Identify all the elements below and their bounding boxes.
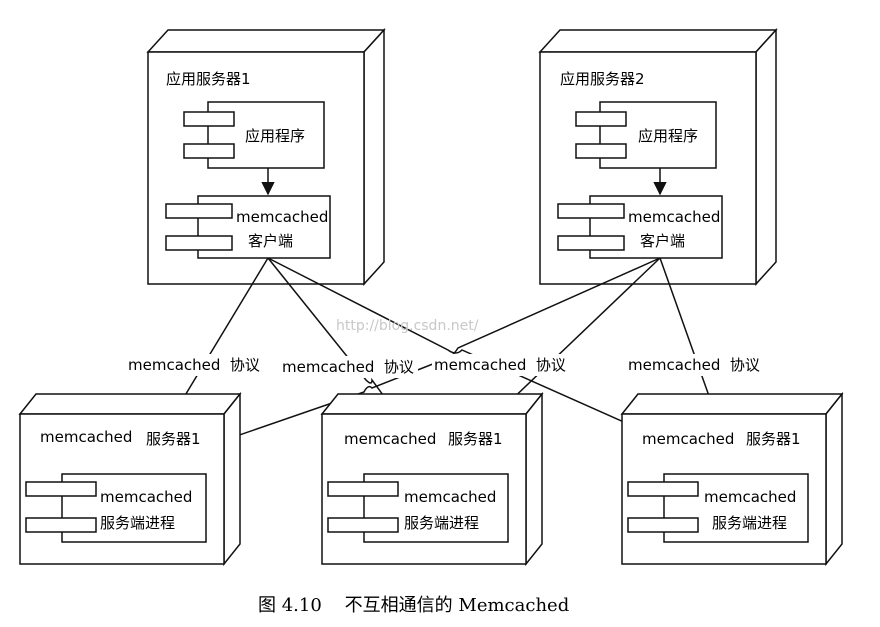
app-server-title: 应用服务器1 — [166, 70, 251, 88]
protocol-label: memcached 协议 — [628, 356, 760, 374]
server-title-left: memcached — [642, 430, 734, 448]
memcached-server-node-1: memcached 服务器1 memcached 服务端进程 — [18, 391, 242, 567]
process-label-line2: 服务端进程 — [404, 514, 479, 532]
protocol-label: memcached 协议 — [282, 358, 414, 376]
protocol-labels: memcached 协议 memcached 协议 memcached 协议 m… — [126, 354, 760, 378]
memcached-server-process: memcached 服务端进程 — [627, 473, 809, 543]
protocol-label: memcached 协议 — [128, 356, 260, 374]
memcached-server-node-3: memcached 服务器1 memcached 服务端进程 — [620, 391, 844, 567]
app-server-node-2: 应用服务器2 应用程序 memcached 客户端 — [538, 28, 778, 286]
process-label-line2: 服务端进程 — [712, 514, 787, 532]
app-program-component: 应用程序 — [183, 101, 325, 169]
server-title-left: memcached — [344, 430, 436, 448]
watermark-text: http://blog.csdn.net/ — [336, 318, 479, 334]
memcached-server-node-2: memcached 服务器1 memcached 服务端进程 — [320, 391, 544, 567]
app-program-label: 应用程序 — [245, 127, 305, 145]
client-label-line1: memcached — [236, 208, 328, 226]
server-title-right: 服务器1 — [146, 430, 201, 448]
server-title-right: 服务器1 — [448, 430, 503, 448]
client-label-line2: 客户端 — [640, 232, 685, 250]
app-program-label: 应用程序 — [638, 127, 698, 145]
app-server-title: 应用服务器2 — [560, 70, 645, 88]
memcached-client-component: memcached 客户端 — [557, 195, 723, 259]
process-label-line2: 服务端进程 — [100, 514, 175, 532]
client-label-line2: 客户端 — [248, 232, 293, 250]
process-label-line1: memcached — [704, 488, 796, 506]
memcached-server-process: memcached 服务端进程 — [25, 473, 207, 543]
protocol-label: memcached 协议 — [434, 356, 566, 374]
memcached-server-process: memcached 服务端进程 — [327, 473, 509, 543]
server-title-right: 服务器1 — [746, 430, 801, 448]
process-label-line1: memcached — [404, 488, 496, 506]
app-server-node-1: 应用服务器1 应用程序 memcached 客户端 — [146, 28, 386, 286]
process-label-line1: memcached — [100, 488, 192, 506]
server-title-left: memcached — [40, 428, 132, 446]
figure-caption: 图 4.10 不互相通信的 Memcached — [258, 595, 569, 616]
app-program-component: 应用程序 — [575, 101, 717, 169]
client-label-line1: memcached — [628, 208, 720, 226]
memcached-client-component: memcached 客户端 — [165, 195, 331, 259]
